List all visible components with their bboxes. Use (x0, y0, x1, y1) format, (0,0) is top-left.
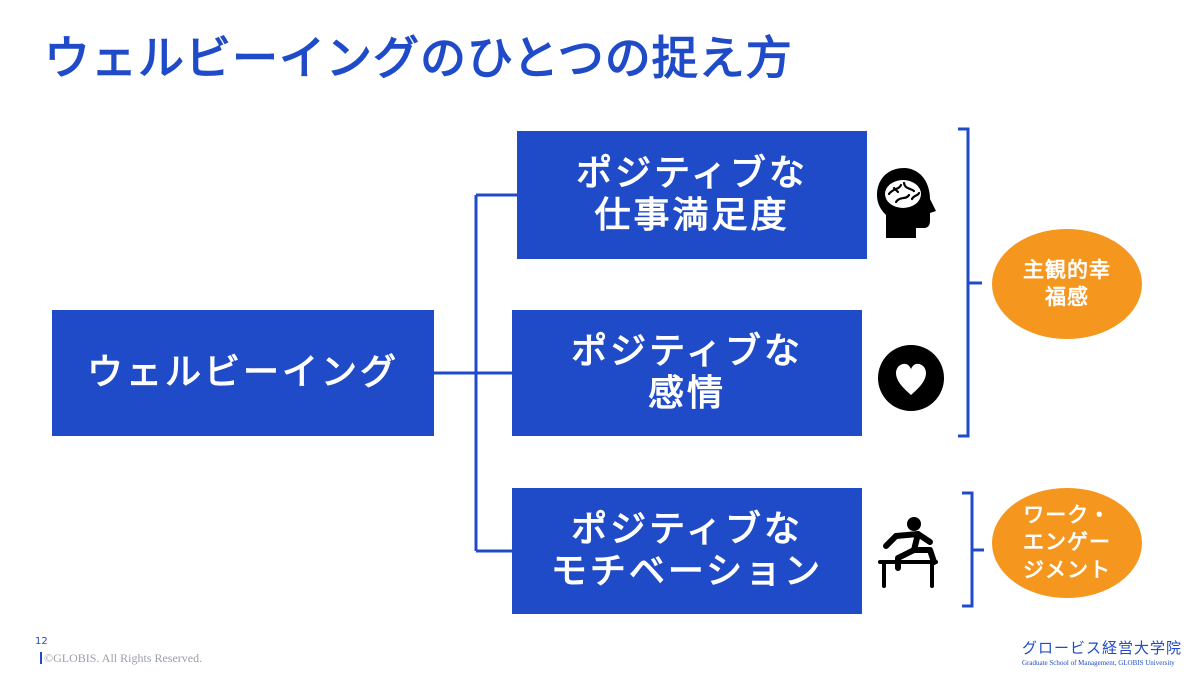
branch-1-line2: 仕事満足度 (594, 195, 790, 236)
outcome-subjective-wellbeing: 主観的幸 福感 (992, 229, 1142, 339)
root-box-wellbeing: ウェルビーイング (52, 310, 434, 436)
root-label: ウェルビーイング (86, 351, 399, 393)
outcome-1-line2: 福感 (1045, 285, 1089, 309)
copyright-text: ©GLOBIS. All Rights Reserved. (44, 651, 203, 665)
branch-2-line2: 感情 (647, 373, 726, 414)
branch-box-motivation: ポジティブな モチベーション (512, 488, 862, 614)
logo-main-text: グロービス経営大学院 (1021, 641, 1182, 657)
branch-2-line1: ポジティブな (571, 330, 803, 372)
bracket-lower (962, 491, 974, 608)
branch-3-line1: ポジティブな (571, 508, 803, 550)
heart-circle-icon (878, 345, 944, 411)
globis-logo: グロービス経営大学院 Graduate School of Management… (1022, 637, 1182, 667)
branch-1-line1: ポジティブな (576, 152, 808, 194)
outcome-2-line2: エンゲー (1023, 530, 1111, 555)
copyright-bar (40, 652, 42, 664)
bracket-upper (958, 127, 970, 438)
outcome-2-line1: ワーク・ (1023, 503, 1111, 528)
page-title: ウェルビーイングのひとつの捉え方 (44, 31, 793, 85)
brain-head-icon (877, 168, 936, 238)
branch-box-emotion: ポジティブな 感情 (512, 310, 862, 436)
outcome-2-line3: ジメント (1023, 557, 1111, 582)
page-number: 12 (35, 636, 48, 647)
logo-sub-text: Graduate School of Management, GLOBIS Un… (1021, 659, 1175, 667)
outcome-work-engagement: ワーク・ エンゲー ジメント (992, 488, 1142, 598)
outcome-1-line1: 主観的幸 (1023, 257, 1111, 282)
branch-box-job-satisfaction: ポジティブな 仕事満足度 (517, 131, 867, 259)
hurdle-runner-icon (878, 517, 938, 588)
branch-3-line2: モチベーション (550, 551, 824, 592)
